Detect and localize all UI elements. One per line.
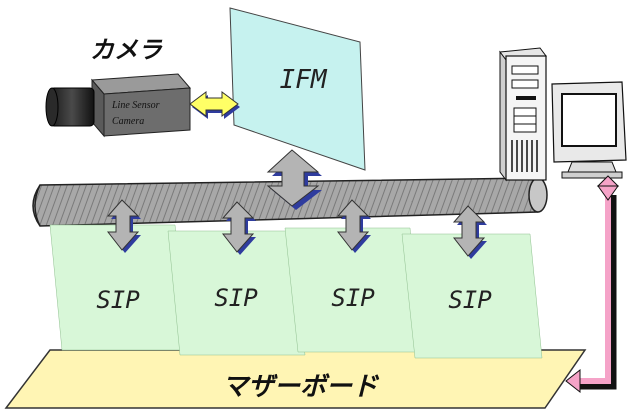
sip-bus-arrow-2 <box>221 201 256 255</box>
sip-board-2: SIP <box>167 230 306 356</box>
sip-bus-arrow-1 <box>106 199 141 253</box>
bus-end-cap <box>528 177 548 213</box>
camera-body-side <box>103 87 191 137</box>
camera-ifm-arrow <box>189 91 240 119</box>
camera-title: カメラ <box>90 36 163 64</box>
camera-label-line2: Camera <box>112 116 144 127</box>
computer-tower-icon <box>499 47 547 182</box>
ifm-bus-arrow <box>266 149 322 210</box>
monitor-icon <box>551 81 627 179</box>
camera: カメラ Line Sensor Camera <box>45 36 192 138</box>
camera-label-line1: Line Sensor <box>111 100 160 111</box>
sip-label-4: SIP <box>448 286 492 314</box>
pc-board-arrow <box>565 175 620 394</box>
ifm-panel <box>229 7 366 171</box>
sip-label-2: SIP <box>214 284 258 312</box>
sip-label-3: SIP <box>331 284 375 312</box>
ifm-label: IFM <box>280 65 328 95</box>
sip-board-4: SIP <box>401 233 543 359</box>
ifm-board: IFM <box>229 7 366 171</box>
sip-bus-arrow-4 <box>452 205 487 259</box>
sip-bus-arrow-3 <box>336 199 371 253</box>
bus-left-end <box>34 184 41 227</box>
sip-label-1: SIP <box>96 286 140 314</box>
camera-lens-front <box>45 87 59 127</box>
motherboard: マザーボード <box>4 349 587 409</box>
motherboard-label: マザーボード <box>222 372 380 402</box>
sip-board-1: SIP <box>49 224 189 351</box>
sip-board-3: SIP <box>284 227 423 353</box>
